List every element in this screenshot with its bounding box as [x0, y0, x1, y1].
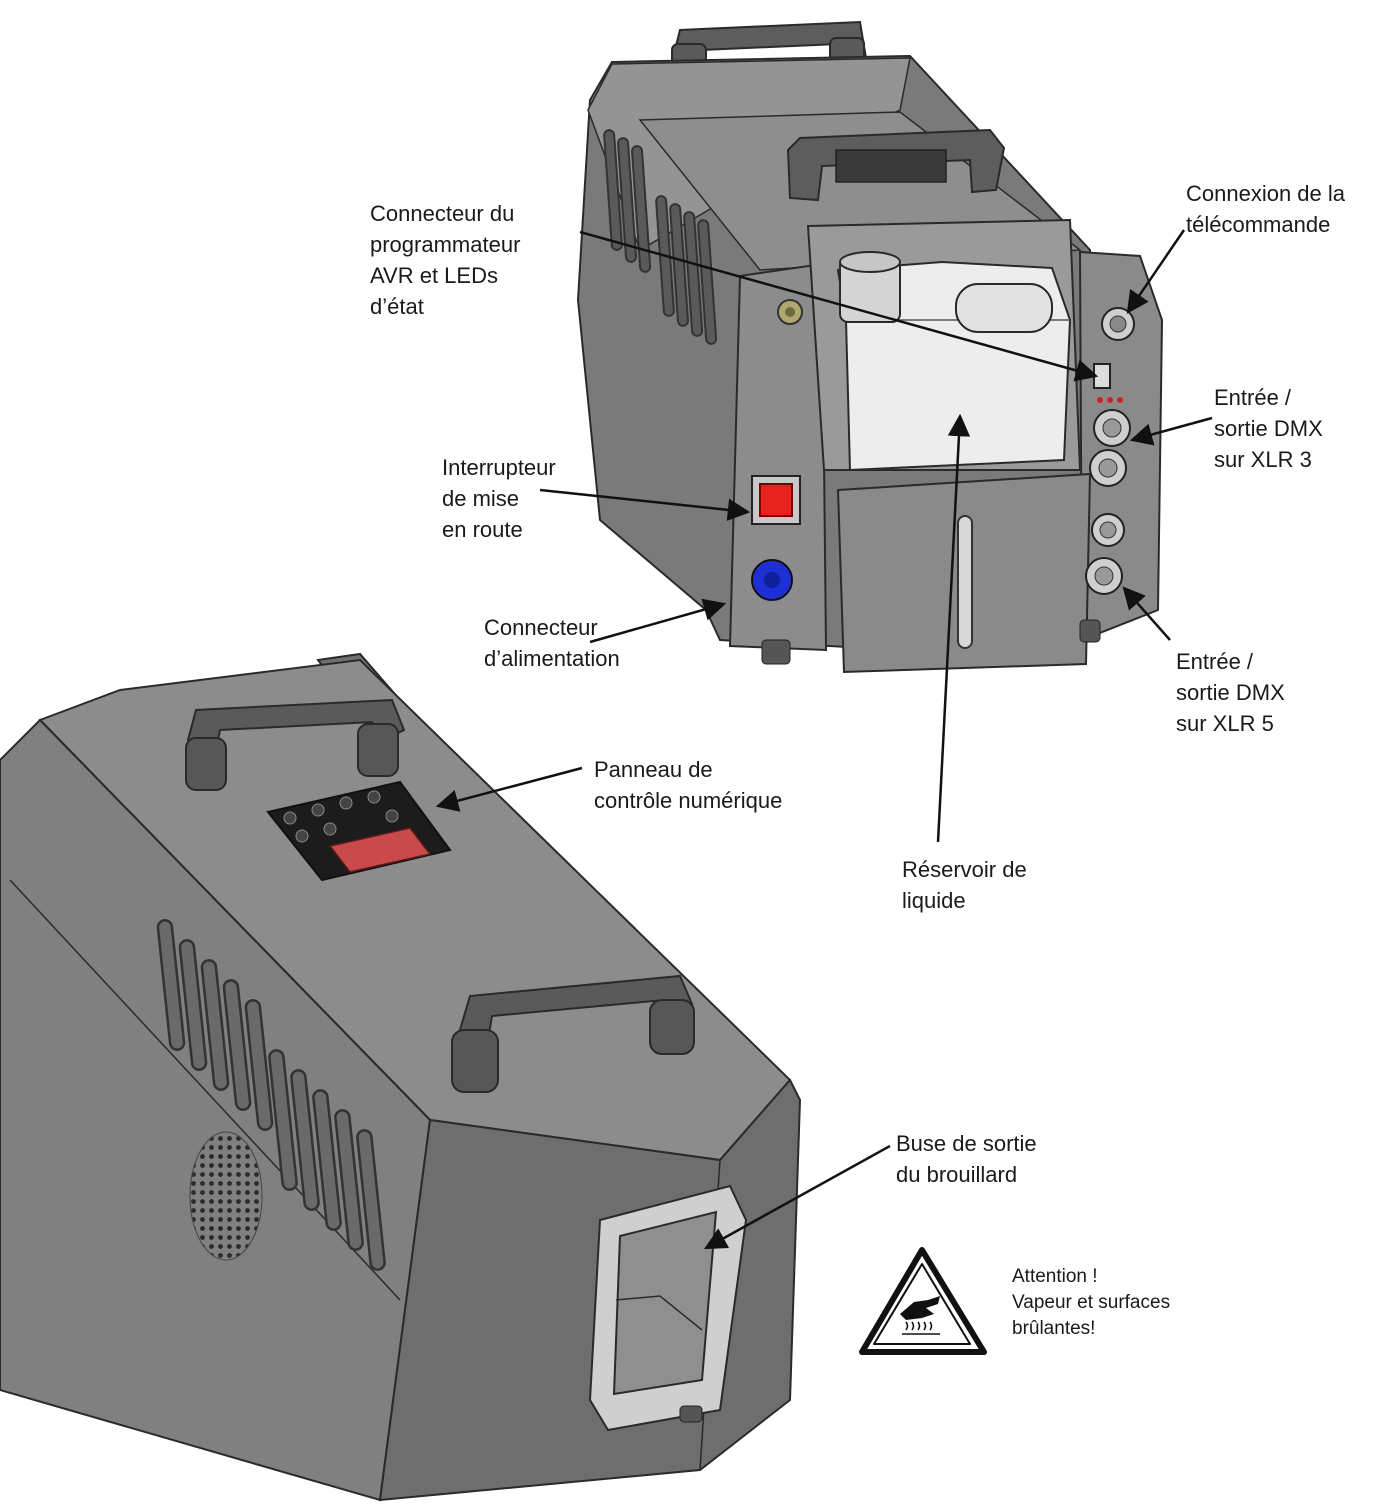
leader-switch [539, 488, 751, 522]
leader-power [589, 598, 727, 644]
leader-dmx3 [1129, 416, 1213, 446]
leader-nozzle [704, 1144, 891, 1250]
hot-surface-warning-icon [859, 1247, 987, 1355]
leader-dmx5 [1122, 586, 1171, 641]
front-side-face [0, 718, 432, 1502]
leader-programmer [579, 230, 1099, 382]
leader-remote [1126, 229, 1186, 314]
speaker-grille [189, 1131, 263, 1261]
leader-panel [435, 766, 583, 812]
leader-tank [936, 413, 971, 843]
leader-lines [435, 229, 1213, 1250]
rear-view-unit [576, 20, 1164, 674]
programmer-connector [1093, 363, 1111, 389]
front-view-unit [0, 652, 802, 1502]
